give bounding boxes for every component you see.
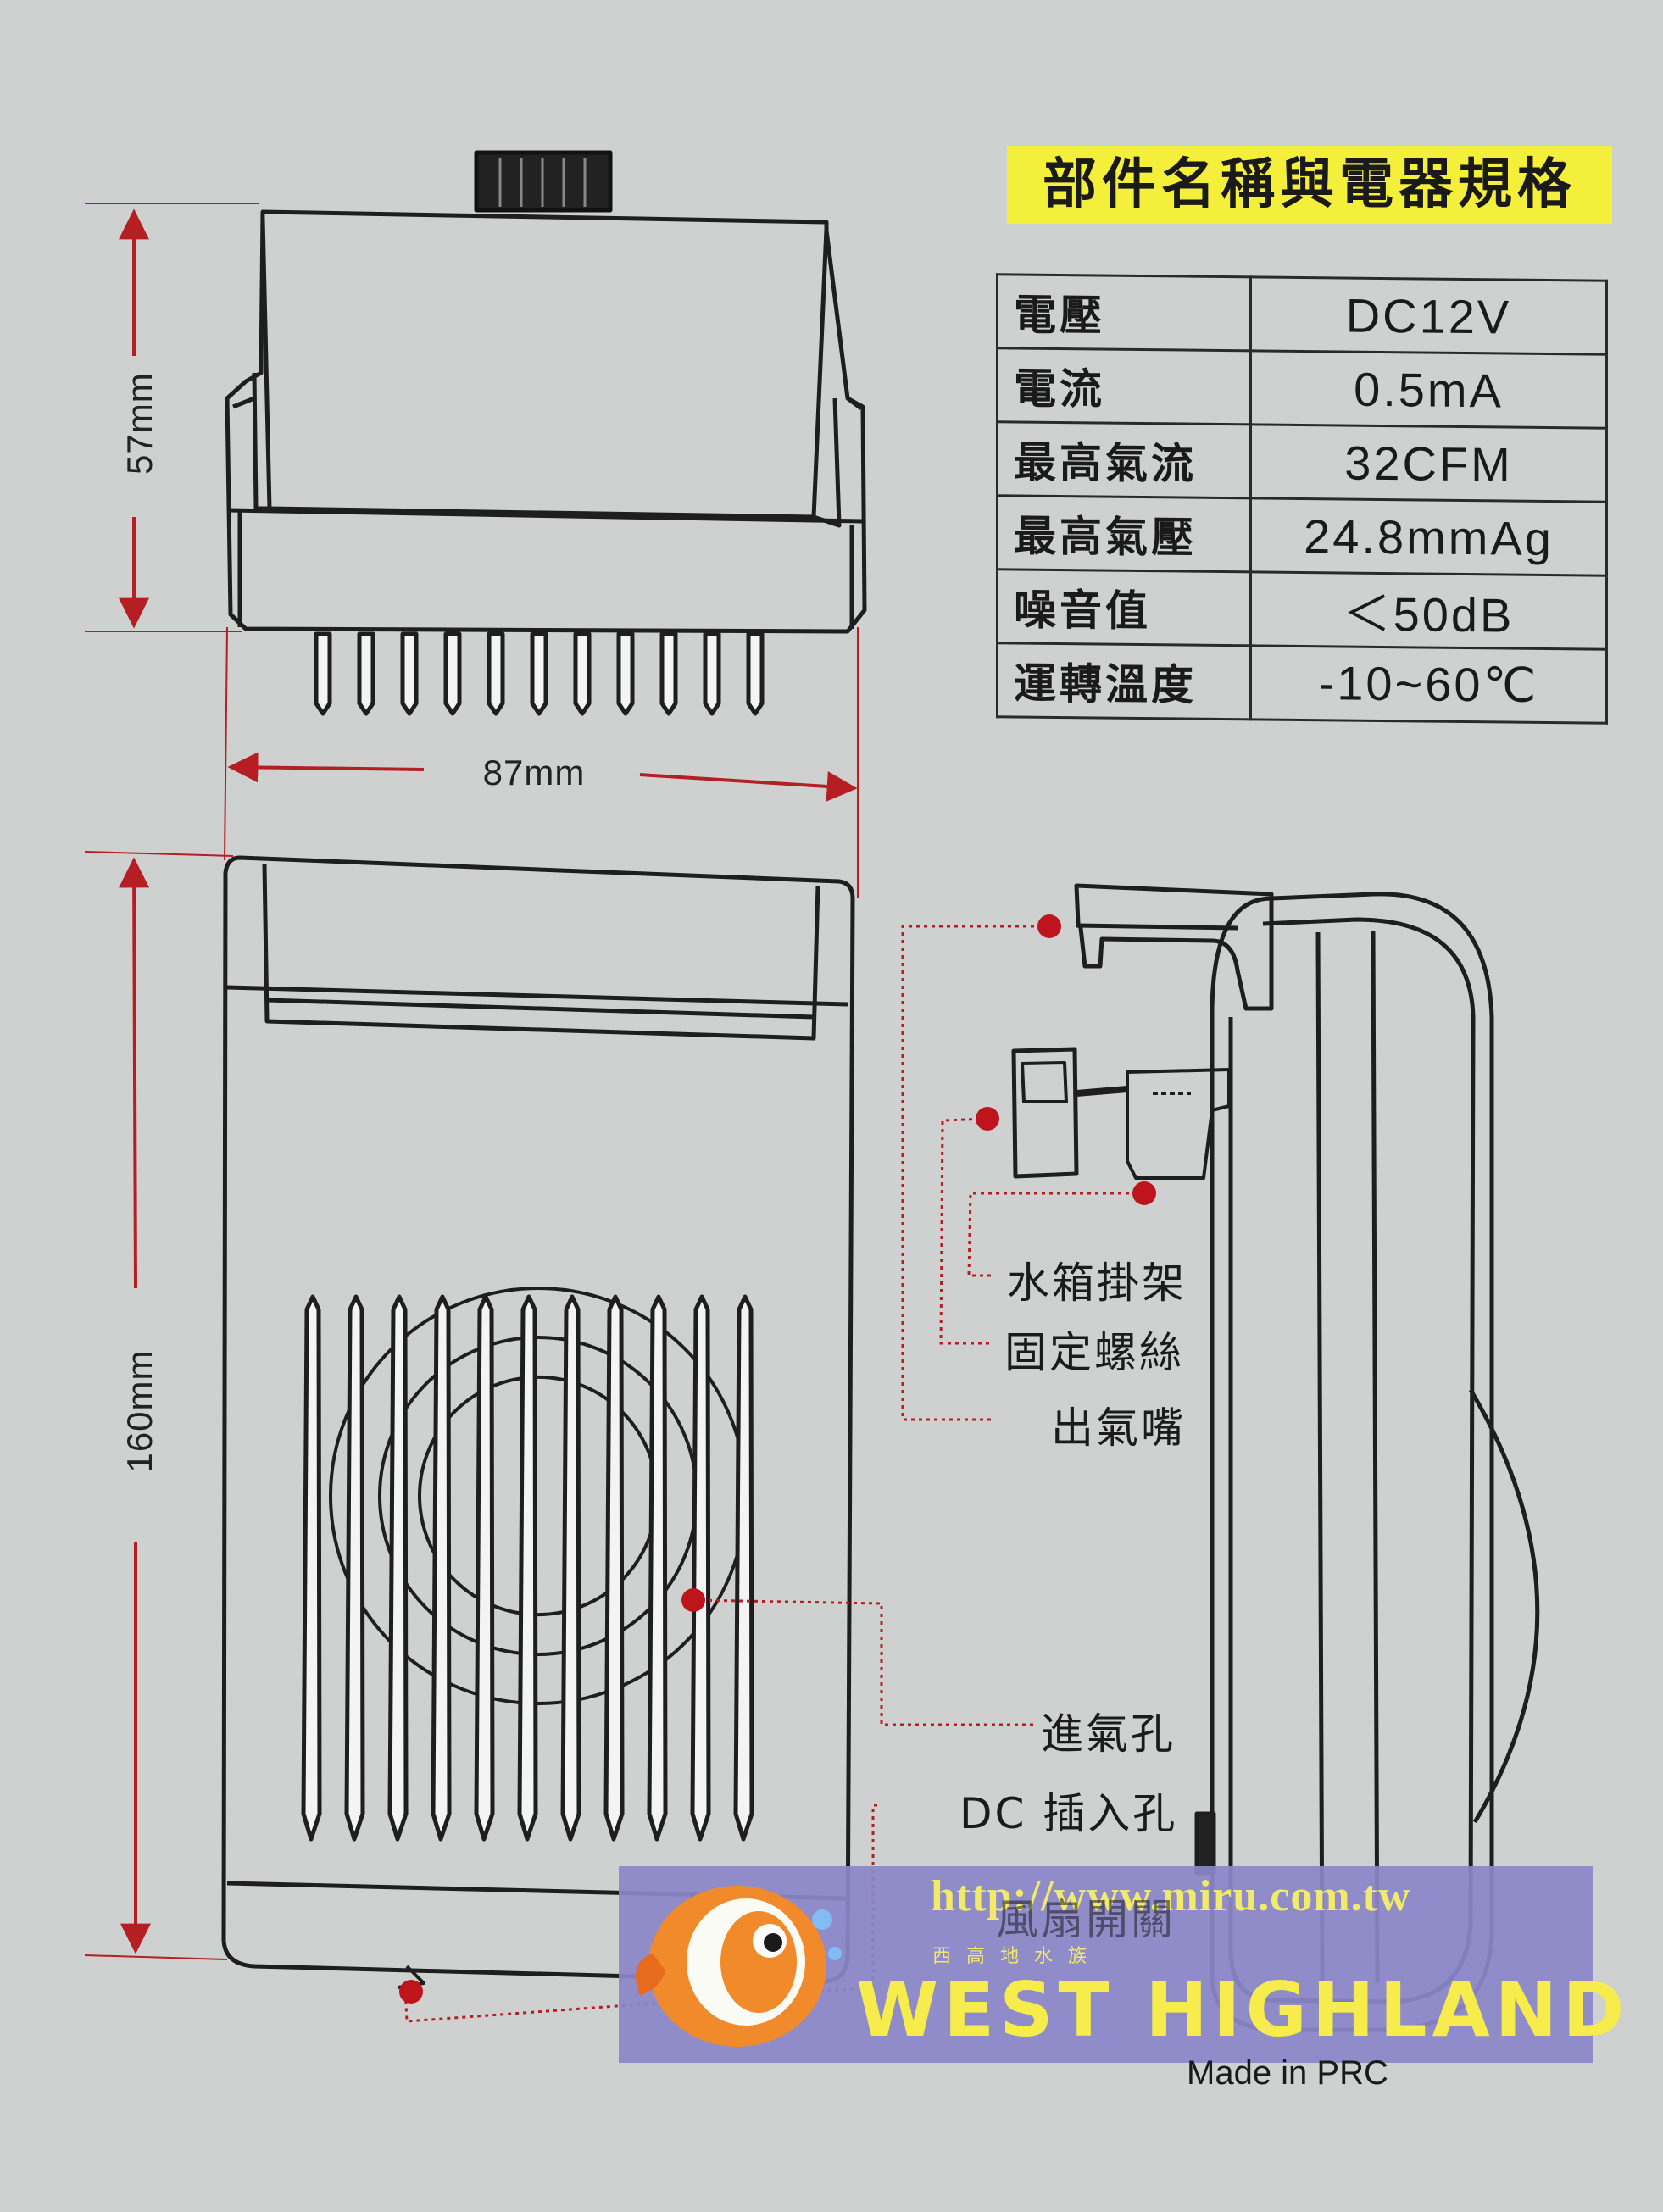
spec-value: -10~60℃ [1250,645,1607,724]
spec-row: 噪音值＜50dB [997,569,1607,650]
front-grille [301,1294,754,1842]
spec-value: DC12V [1250,276,1607,355]
dot-fixing-screw [976,1107,999,1131]
watermark-tagline: 西高地水族 [932,1946,1103,1967]
side-dc-jack [1194,1811,1216,1876]
spec-value: ＜50dB [1250,571,1607,650]
callout-tank-hanger: 水箱掛架 [1007,1259,1187,1308]
dim-87-label: 87mm [482,753,586,792]
made-in-label: Made in PRC [1187,2054,1388,2092]
top-view [225,150,867,716]
spec-label: 最高氣壓 [997,495,1251,572]
spec-label: 電流 [997,347,1251,425]
spec-value: 0.5mA [1250,350,1607,429]
side-hanger [1074,883,1274,1011]
dot-tank-hanger [1132,1181,1156,1205]
top-body-outer [225,209,867,634]
callout-leaders [403,925,1144,2023]
dot-air-inlet [681,1588,705,1612]
callout-air-outlet: 出氣嘴 [1051,1403,1186,1453]
dim-57-label: 57mm [120,372,159,475]
callout-air-inlet: 進氣孔 [1041,1709,1176,1759]
callout-dc-jack: DC 插入孔 [959,1789,1178,1838]
spec-title: 部件名稱與電器規格 [1007,146,1612,224]
callout-fixing-screw: 固定螺絲 [1004,1328,1184,1377]
spec-label: 最高氣流 [997,421,1251,498]
dim-160-line [119,857,150,1289]
spec-label: 運轉溫度 [997,642,1251,720]
watermark-brand: WEST HIGHLAND [856,1966,1630,2054]
spec-label: 噪音值 [997,569,1251,646]
front-view [221,855,855,1989]
dimension-lines [84,203,859,1960]
side-screw-bracket [1126,1068,1231,1180]
spec-value: 32CFM [1250,424,1607,503]
side-body [1210,892,1494,2032]
dot-air-outlet [1037,914,1061,938]
dot-fan-switch [399,1980,423,2004]
side-view [1011,883,1540,2032]
spec-label: 電壓 [997,274,1251,351]
spec-value: 24.8mmAg [1250,497,1607,576]
side-screw-knob [1011,1047,1079,1179]
dim-160-label: 160mm [120,1349,159,1473]
clownfish-logo-icon [636,1886,842,2047]
callout-fan-switch: 風扇開關 [996,1895,1176,1944]
top-body-inner [260,218,829,520]
front-top-panel [262,864,820,1041]
callout-dots [399,914,1156,2004]
spec-row: 運轉溫度-10~60℃ [997,642,1607,724]
side-fan-bulge [1468,1388,1540,1824]
dim-87-line [227,752,425,783]
top-knob-ridges [498,158,587,207]
top-fins [314,631,765,716]
watermark-url: http://www.miru.com.tw [931,1872,1411,1920]
